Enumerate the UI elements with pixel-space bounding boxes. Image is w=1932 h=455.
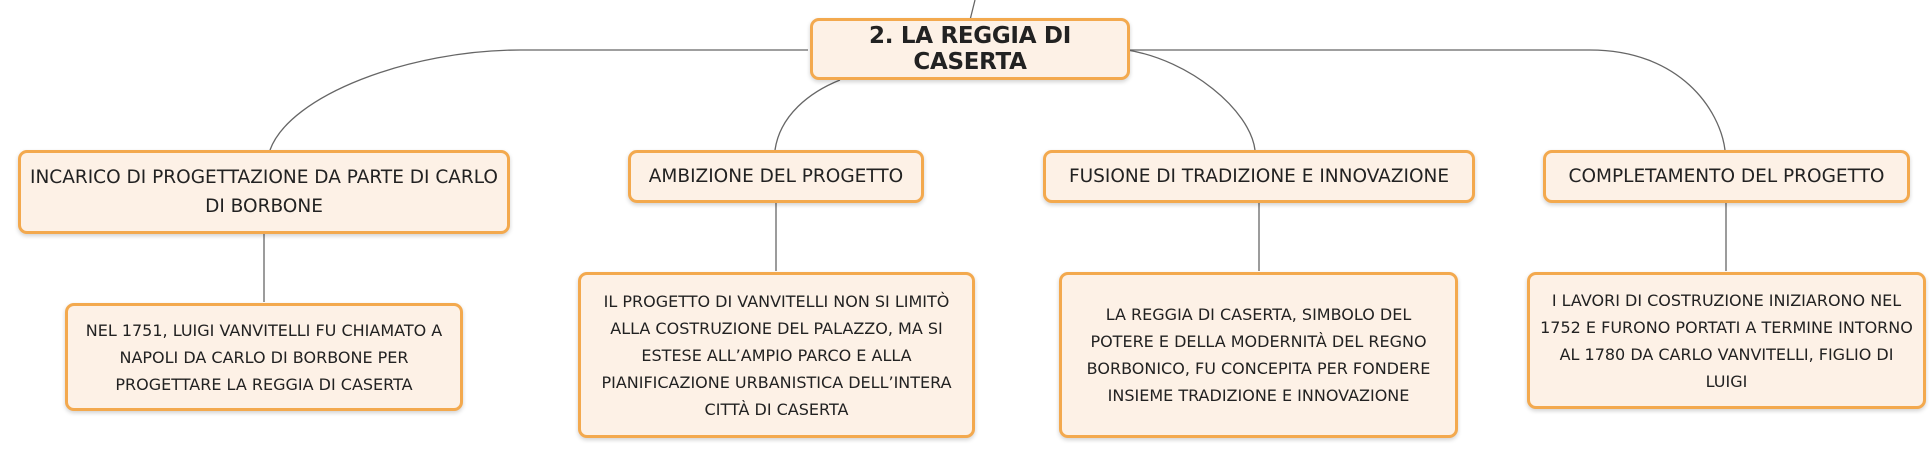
branch-node-label: AMBIZIONE DEL PROGETTO <box>648 166 904 187</box>
connector-root-branch-3 <box>1126 49 1256 151</box>
root-node-label: 2. LA REGGIA DI CASERTA <box>869 23 1071 75</box>
detail-node-incarico[interactable]: NEL 1751, LUIGI VANVITELLI FU CHIAMATO A… <box>65 303 463 411</box>
branch-node-incarico[interactable]: INCARICO DI PROGETTAZIONE DA PARTE DI CA… <box>18 150 510 234</box>
branch-node-fusione[interactable]: FUSIONE DI TRADIZIONE E INNOVAZIONE <box>1043 150 1475 203</box>
detail-node-text: I LAVORI DI COSTRUZIONE INIZIARONO NEL 1… <box>1540 290 1913 391</box>
root-node[interactable]: 2. LA REGGIA DI CASERTA <box>810 18 1130 80</box>
connector-root-branch-2 <box>774 79 841 151</box>
detail-node-text: NEL 1751, LUIGI VANVITELLI FU CHIAMATO A… <box>85 320 443 394</box>
connector-root-branch-1 <box>269 49 808 151</box>
detail-node-ambizione[interactable]: IL PROGETTO DI VANVITELLI NON SI LIMITÒ … <box>578 272 975 438</box>
detail-node-text: IL PROGETTO DI VANVITELLI NON SI LIMITÒ … <box>601 291 952 419</box>
detail-node-text: LA REGGIA DI CASERTA, SIMBOLO DEL POTERE… <box>1086 305 1431 405</box>
branch-node-label: FUSIONE DI TRADIZIONE E INNOVAZIONE <box>1068 166 1450 187</box>
branch-node-label: INCARICO DI PROGETTAZIONE DA PARTE DI CA… <box>30 167 498 217</box>
branch-node-label: COMPLETAMENTO DEL PROGETTO <box>1568 166 1885 187</box>
connector-root-branch-4 <box>1127 49 1726 151</box>
branch-node-completamento[interactable]: COMPLETAMENTO DEL PROGETTO <box>1543 150 1910 203</box>
detail-node-fusione[interactable]: LA REGGIA DI CASERTA, SIMBOLO DEL POTERE… <box>1059 272 1458 438</box>
branch-node-ambizione[interactable]: AMBIZIONE DEL PROGETTO <box>628 150 924 203</box>
detail-node-completamento[interactable]: I LAVORI DI COSTRUZIONE INIZIARONO NEL 1… <box>1527 272 1926 409</box>
connector-parent <box>969 0 976 21</box>
